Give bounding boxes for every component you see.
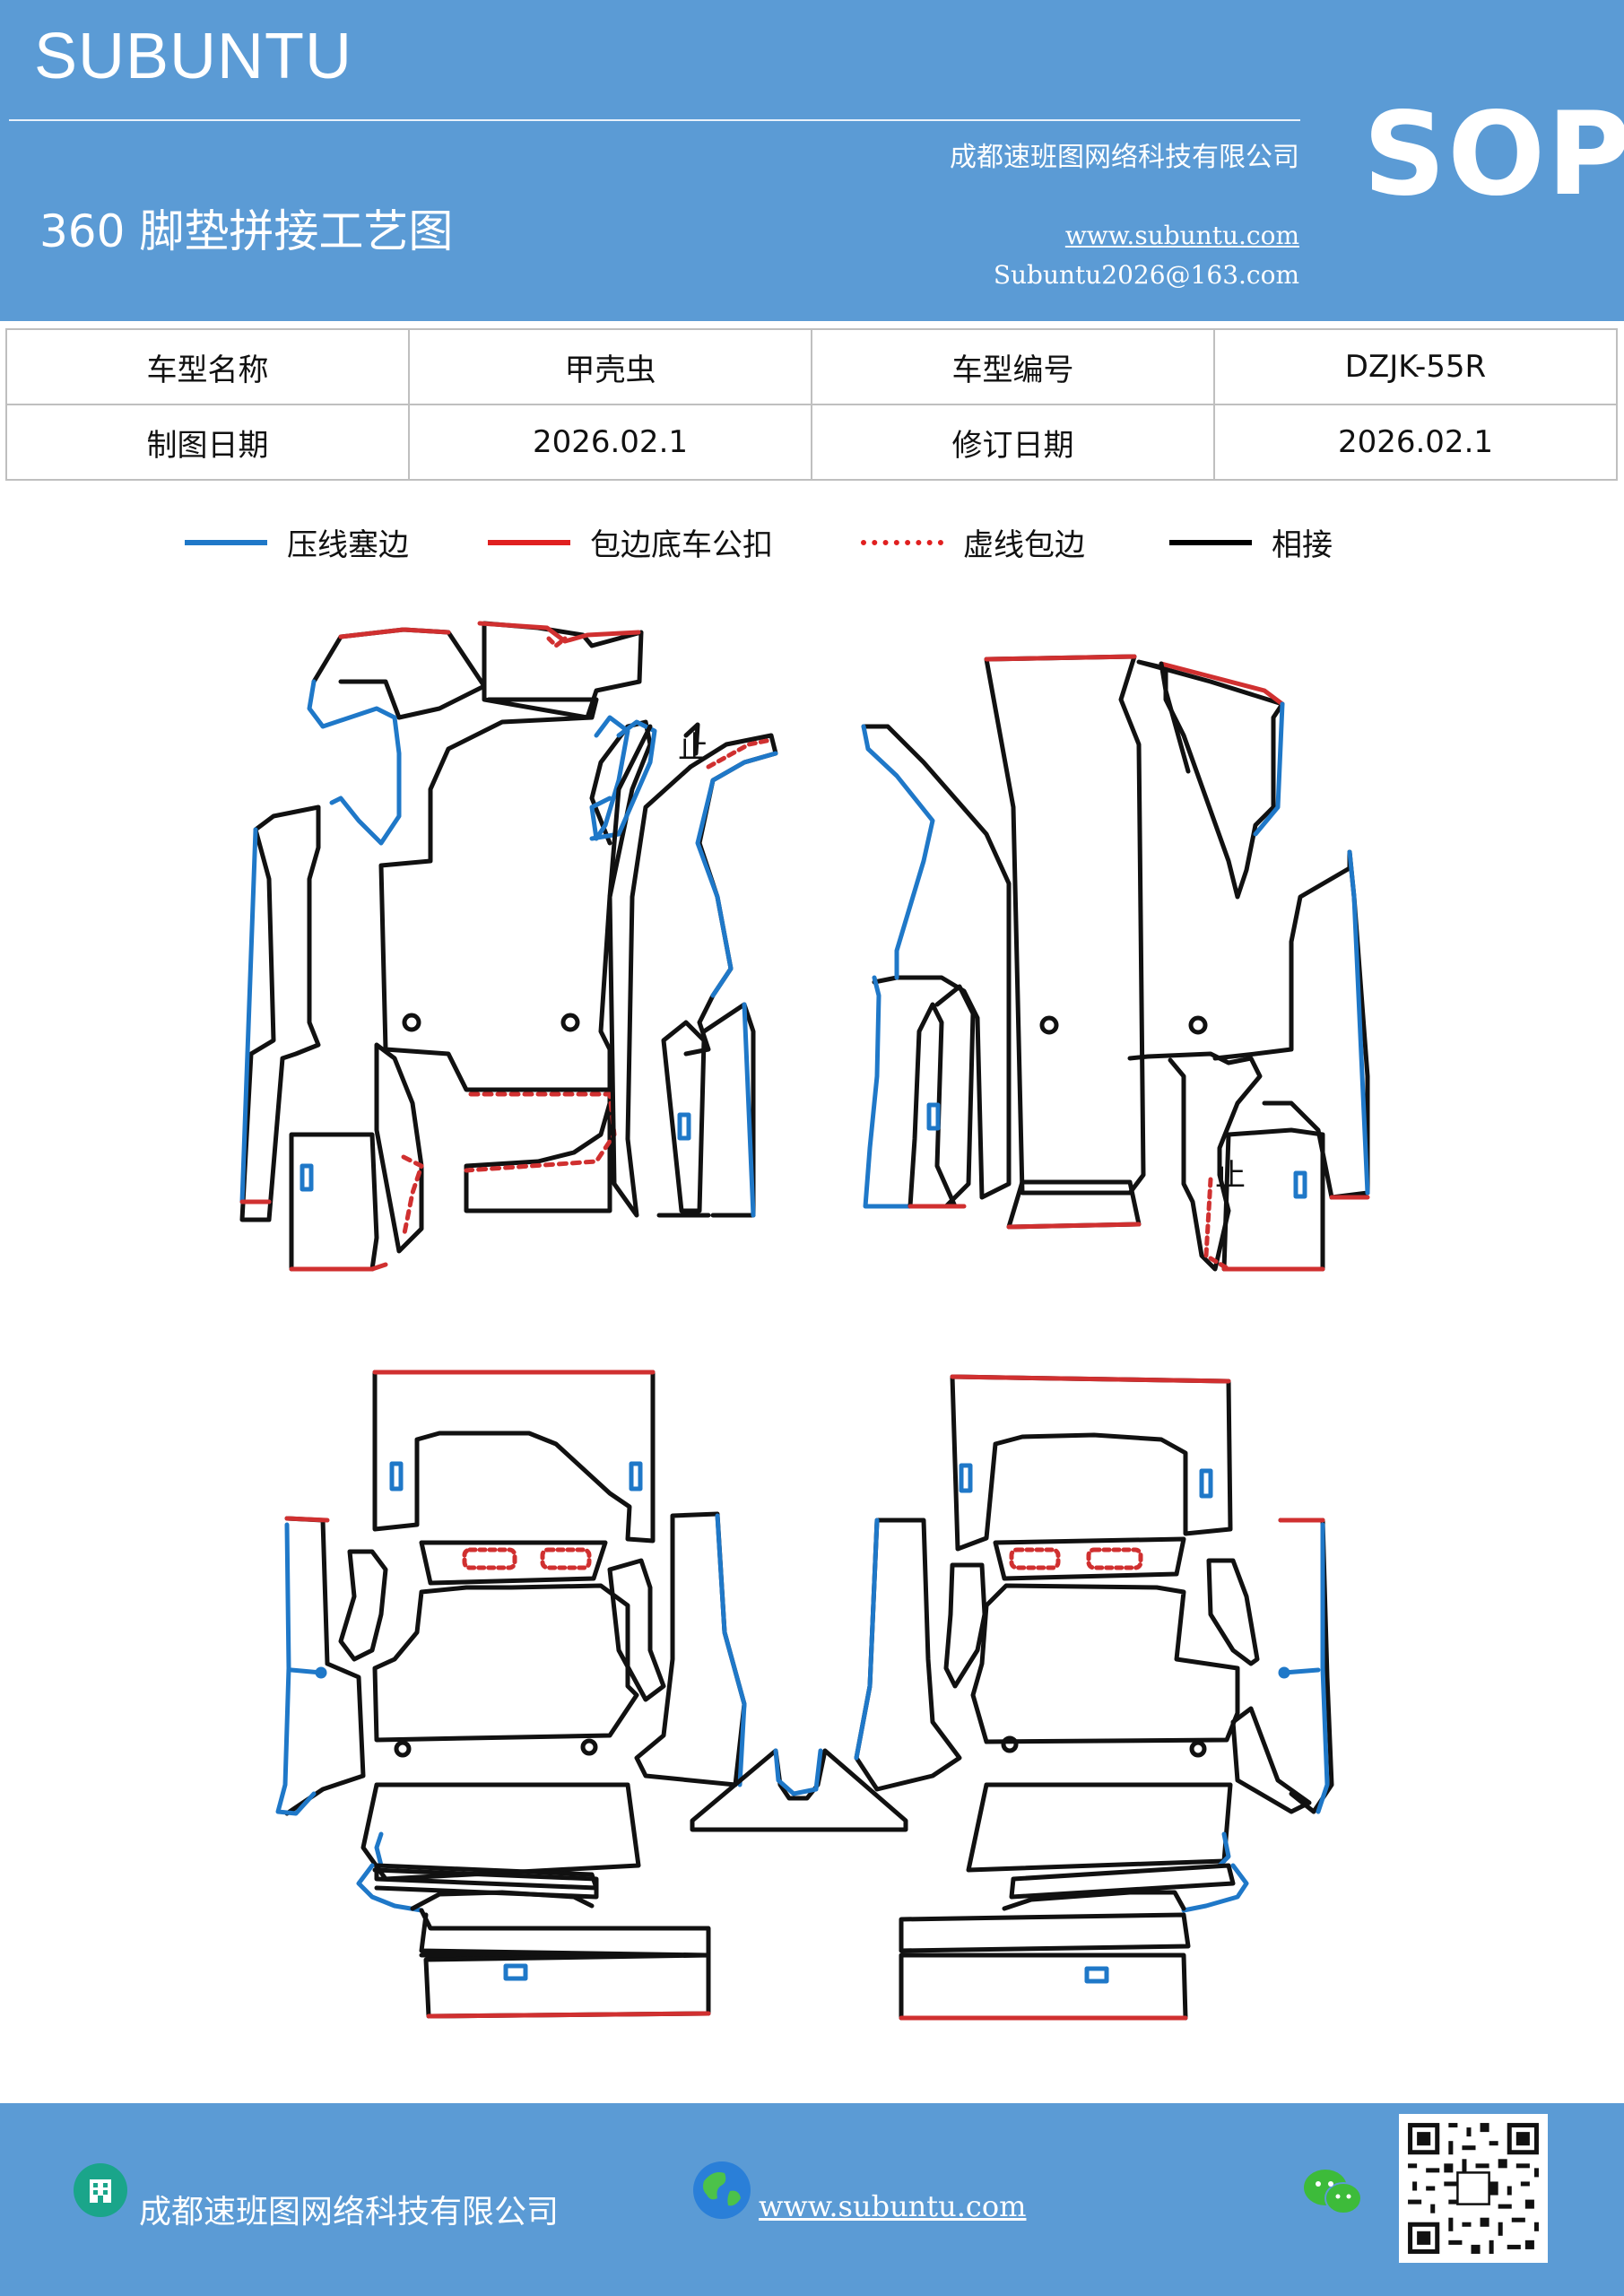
stop-mark: 止 — [678, 730, 708, 766]
legend-item-wrap: 包边底车公扣 — [488, 520, 773, 564]
legend: 压线塞边 包边底车公扣 虚线包边 相接 — [0, 520, 1624, 574]
globe-icon — [693, 2161, 751, 2219]
legend-swatch — [1169, 539, 1252, 545]
website-link[interactable]: www.subuntu.com — [1064, 221, 1299, 250]
company-name: 成都速班图网络科技有限公司 — [950, 142, 1299, 173]
model-name-value: 甲壳虫 — [408, 328, 812, 405]
legend-label: 虚线包边 — [963, 527, 1085, 563]
info-table: 车型名称 甲壳虫 车型编号 DZJK-55R 制图日期 2026.02.1 修订… — [5, 328, 1618, 481]
wechat-icon[interactable] — [1302, 2166, 1365, 2220]
rear-left-mat — [275, 1370, 747, 2019]
rear-right-mat — [854, 1374, 1334, 2021]
page-title: 360 脚垫拼接工艺图 — [39, 205, 454, 257]
revise-date-value: 2026.02.1 — [1213, 404, 1618, 481]
draw-date-value: 2026.02.1 — [408, 404, 812, 481]
footer-company: 成都速班图网络科技有限公司 — [139, 2194, 560, 2231]
legend-label: 包边底车公扣 — [590, 527, 773, 563]
draw-date-label: 制图日期 — [5, 404, 410, 481]
revise-date-label: 修订日期 — [811, 404, 1215, 481]
stop-mark: 止 — [1215, 1158, 1246, 1194]
model-code-label: 车型编号 — [811, 328, 1215, 405]
legend-item-dotted: 虚线包边 — [861, 520, 1085, 564]
model-code-value: DZJK-55R — [1213, 328, 1618, 405]
footer-banner: 成都速班图网络科技有限公司 www.subuntu.com — [0, 2103, 1624, 2296]
table-row: 制图日期 2026.02.1 修订日期 2026.02.1 — [5, 404, 1618, 481]
header-banner: SUBUNTU 成都速班图网络科技有限公司 SOP 360 脚垫拼接工艺图 ww… — [0, 0, 1624, 321]
front-left-mat: 止 — [239, 621, 778, 1272]
qr-code[interactable] — [1399, 2114, 1548, 2263]
center-tunnel-piece — [690, 1748, 908, 1832]
table-row: 车型名称 甲壳虫 车型编号 DZJK-55R — [5, 328, 1618, 405]
header-divider — [9, 119, 1300, 121]
sop-badge: SOP — [1363, 88, 1624, 222]
footer-website-link[interactable]: www.subuntu.com — [759, 2189, 1027, 2223]
building-icon — [74, 2163, 127, 2217]
legend-item-join: 相接 — [1169, 520, 1333, 564]
legend-swatch — [185, 539, 267, 545]
qr-code-image — [1399, 2114, 1548, 2263]
model-name-label: 车型名称 — [5, 328, 410, 405]
legend-swatch — [861, 539, 943, 545]
legend-label: 相接 — [1272, 527, 1333, 563]
legend-item-press: 压线塞边 — [185, 520, 409, 564]
brand-name: SUBUNTU — [34, 21, 353, 92]
floor-mat-diagram: 止 — [239, 621, 1370, 2021]
email-address[interactable]: Subuntu2026@163.com — [993, 260, 1299, 290]
legend-label: 压线塞边 — [287, 527, 409, 563]
legend-swatch — [488, 539, 570, 545]
front-right-mat: 止 — [861, 654, 1370, 1272]
